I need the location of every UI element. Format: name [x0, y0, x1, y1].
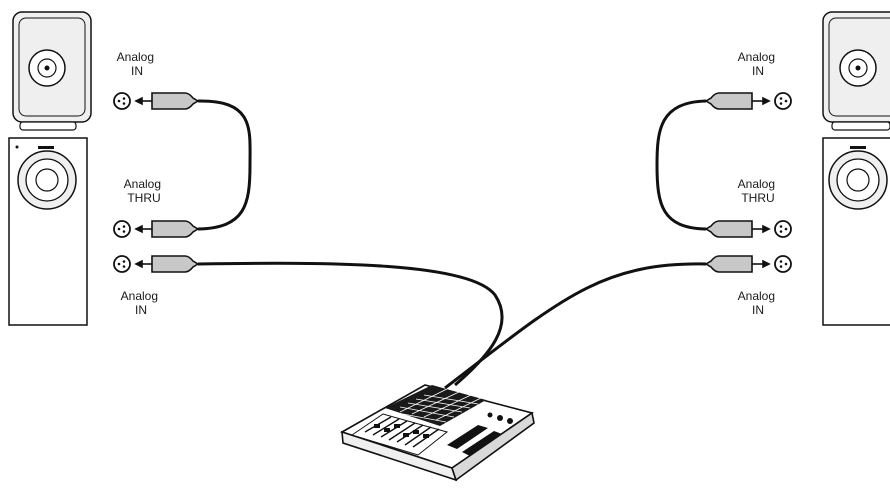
- left-thru-plug-icon: [151, 220, 200, 238]
- left-arrows: [134, 96, 152, 269]
- right-bottom-xlr-icon: [774, 255, 792, 273]
- right-thru-plug-icon: [704, 220, 753, 238]
- left-monitor-speaker-icon: [12, 11, 92, 131]
- left-bottom-in-label: Analog IN: [121, 289, 162, 317]
- left-thru-label: Analog THRU: [124, 177, 165, 205]
- right-top-in-label: Analog IN: [738, 50, 779, 78]
- left-top-plug-icon: [151, 92, 200, 110]
- right-loop-cable: [655, 99, 707, 231]
- right-mixer-cable: [444, 262, 707, 390]
- left-mixer-cable: [197, 261, 504, 387]
- left-top-xlr-icon: [113, 92, 131, 110]
- right-bottom-plug-icon: [704, 255, 753, 273]
- left-top-in-label: Analog IN: [117, 50, 158, 78]
- right-thru-xlr-icon: [774, 220, 792, 238]
- right-bottom-in-label: Analog IN: [738, 289, 779, 317]
- left-loop-cable: [197, 99, 252, 231]
- right-monitor-speaker-icon: [822, 11, 890, 131]
- left-bottom-plug-icon: [151, 255, 200, 273]
- mixing-console-icon: [340, 384, 535, 482]
- left-bottom-xlr-icon: [113, 255, 131, 273]
- right-top-plug-icon: [704, 92, 753, 110]
- left-subwoofer-icon: [8, 137, 88, 326]
- left-thru-xlr-icon: [113, 220, 131, 238]
- right-top-xlr-icon: [774, 92, 792, 110]
- right-subwoofer-icon: [822, 137, 890, 326]
- right-arrows: [752, 96, 771, 269]
- right-thru-label: Analog THRU: [738, 177, 779, 205]
